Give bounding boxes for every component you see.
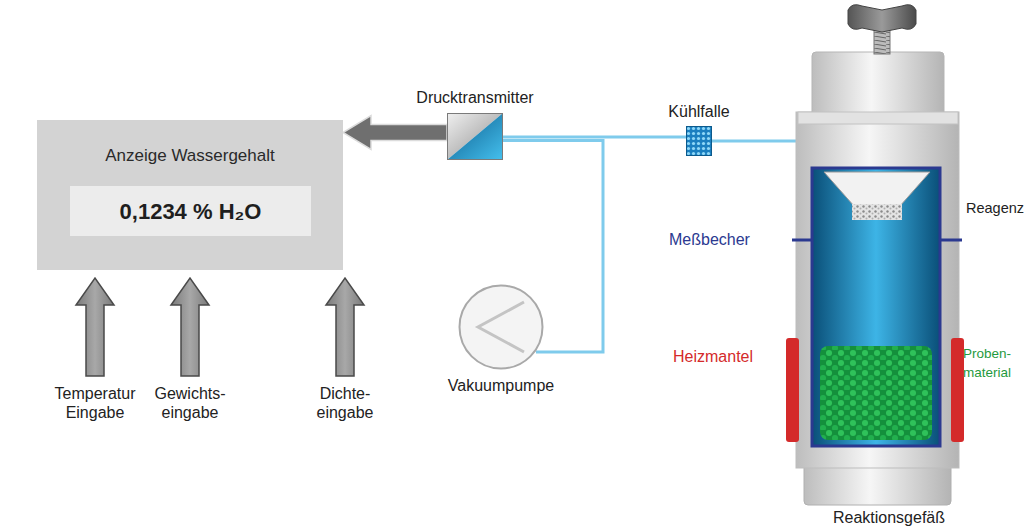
- reagent: [852, 204, 902, 220]
- display-box: Anzeige Wassergehalt 0,1234 % H₂O: [37, 120, 343, 270]
- screw-thread: [874, 30, 890, 54]
- part-label: Proben- material: [963, 344, 1030, 382]
- hollow-arrow: [343, 116, 447, 150]
- part-label: Reaktionsgefäß: [833, 508, 945, 527]
- vacuum-pump: Vakuumpumpe: [458, 284, 544, 370]
- cold-trap-symbol: [686, 126, 712, 156]
- vessel-housing: [796, 112, 959, 468]
- node-text: Vakuumpumpe: [448, 376, 554, 395]
- part-label: Temperatur Eingabe: [43, 384, 147, 422]
- pump-chevron: [478, 302, 524, 352]
- transmitter-border: [448, 114, 503, 160]
- heating-jacket: [951, 338, 964, 442]
- input-arrow: [76, 278, 114, 376]
- cup-flange: [940, 239, 962, 242]
- vessel-cap: [812, 52, 944, 118]
- pump-body: [460, 286, 543, 369]
- transmitter-half: [447, 113, 503, 160]
- node-text: Anzeige Wassergehalt: [37, 146, 343, 166]
- transmitter-symbol: [447, 113, 503, 160]
- cup-flange: [792, 239, 812, 242]
- pressure-transmitter: Drucktransmitter: [447, 113, 503, 160]
- reaction-vessel: [786, 5, 964, 505]
- measuring-cup: [812, 168, 940, 446]
- cold-trap-body: [687, 127, 712, 156]
- part-label: Meßbecher: [669, 230, 750, 249]
- heating-jacket: [786, 338, 799, 442]
- cap-lip: [798, 112, 958, 124]
- transmitter-half: [447, 113, 503, 160]
- input-arrow: [326, 278, 364, 376]
- part-label: Dichte- eingabe: [305, 384, 385, 422]
- node-text: Drucktransmitter: [416, 88, 533, 107]
- part-label: Heizmantel: [673, 347, 753, 366]
- reagent-funnel: [824, 172, 930, 206]
- input-arrow: [171, 278, 209, 376]
- sample-material: [820, 346, 932, 440]
- cold-trap: Kühlfalle: [686, 126, 712, 156]
- node-text: Kühlfalle: [668, 102, 729, 121]
- part-label: Gewichts- eingabe: [147, 384, 233, 422]
- display-value: 0,1234 % H₂O: [70, 186, 311, 236]
- pipe-line: [503, 136, 686, 139]
- pump-symbol: [458, 284, 544, 370]
- node-text: 0,1234 % H₂O: [70, 199, 311, 225]
- knob: [848, 5, 916, 32]
- part-label: Reagenz: [966, 199, 1024, 218]
